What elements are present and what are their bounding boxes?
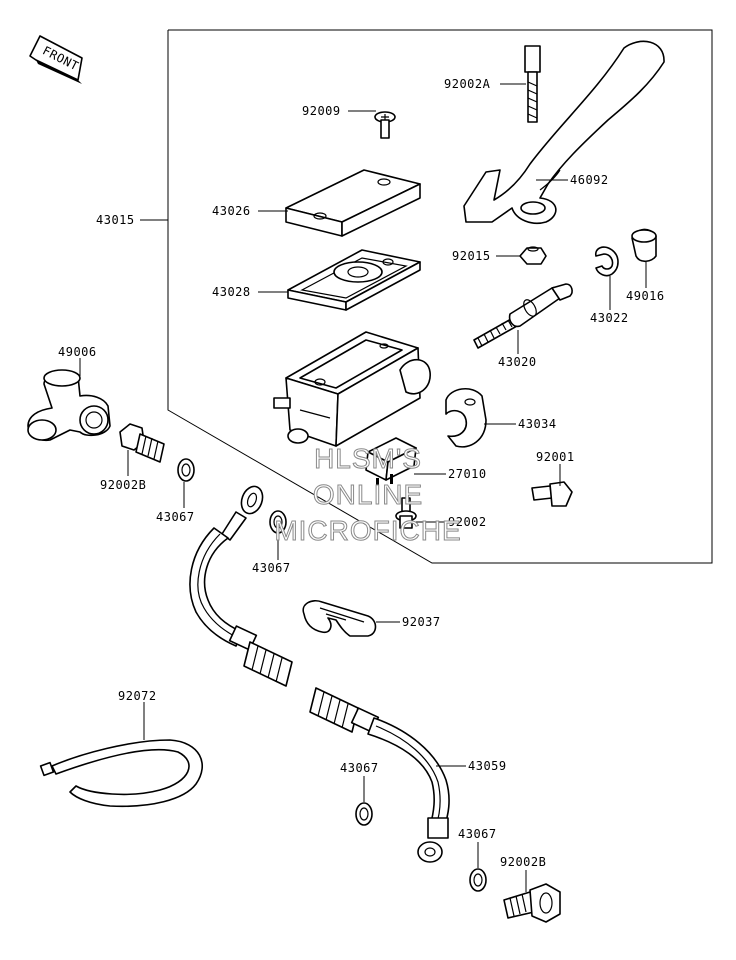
bolt-92001 <box>531 481 573 507</box>
diaphragm-43028 <box>287 249 421 311</box>
brake-hose-upper <box>189 485 293 687</box>
front-arrow: FRONT <box>29 35 83 84</box>
fitting-49006 <box>27 369 111 442</box>
part-label-92002: 92002 <box>448 515 487 529</box>
screw-92009 <box>374 111 396 139</box>
part-label-92037: 92037 <box>402 615 441 629</box>
washer-43067-b <box>269 510 287 534</box>
banjo-bolt-92002b-top <box>119 423 165 463</box>
part-label-92001: 92001 <box>536 450 575 464</box>
part-label-43067-b: 43067 <box>252 561 291 575</box>
nut-92015 <box>519 246 547 265</box>
brake-hose-lower <box>309 687 450 863</box>
clamp-92037 <box>302 599 377 637</box>
part-label-92009: 92009 <box>302 104 341 118</box>
watermark-line-1: HLSM'S <box>314 443 422 474</box>
bolt-92002a <box>524 45 541 123</box>
part-label-43034: 43034 <box>518 417 557 431</box>
cable-tie-92072 <box>39 739 203 808</box>
part-label-43067-c: 43067 <box>340 761 379 775</box>
washer-43067-d <box>469 868 487 892</box>
part-label-43059: 43059 <box>468 759 507 773</box>
part-label-43015: 43015 <box>96 213 135 227</box>
banjo-bolt-92002b-bottom <box>503 883 561 923</box>
part-label-46092: 46092 <box>570 173 609 187</box>
part-label-43067-d: 43067 <box>458 827 497 841</box>
part-label-92015: 92015 <box>452 249 491 263</box>
part-label-92072: 92072 <box>118 689 157 703</box>
part-label-43022: 43022 <box>590 311 629 325</box>
part-label-43026: 43026 <box>212 204 251 218</box>
watermark-line-3: MICROFICHE <box>274 515 461 546</box>
part-label-49016: 49016 <box>626 289 665 303</box>
piston-43020 <box>473 283 573 349</box>
switch-27010 <box>365 437 417 488</box>
part-label-92002b-bottom: 92002B <box>500 855 546 869</box>
watermark-line-2: ONLINE <box>313 479 423 510</box>
master-cylinder-body <box>273 331 431 447</box>
part-label-43028: 43028 <box>212 285 251 299</box>
part-label-49006: 49006 <box>58 345 97 359</box>
washer-43067-c <box>355 802 373 826</box>
part-labels: 92002A 92009 46092 43015 43026 92015 430… <box>58 77 665 869</box>
part-label-43067-a: 43067 <box>156 510 195 524</box>
bolt-92002 <box>395 497 417 529</box>
assembly-outline <box>167 29 713 564</box>
holder-43034 <box>445 388 487 448</box>
part-label-92002a: 92002A <box>444 77 491 91</box>
washer-43067-a <box>177 458 195 482</box>
part-label-92002b-top: 92002B <box>100 478 146 492</box>
watermark: HLSM'S ONLINE MICROFICHE <box>274 443 461 547</box>
part-label-27010: 27010 <box>448 467 487 481</box>
leader-lines <box>79 83 647 892</box>
boot-49016 <box>631 228 657 263</box>
circlip-43022 <box>594 246 619 277</box>
cap-43026 <box>285 169 421 237</box>
lever-46092 <box>463 40 665 224</box>
part-label-43020: 43020 <box>498 355 537 369</box>
